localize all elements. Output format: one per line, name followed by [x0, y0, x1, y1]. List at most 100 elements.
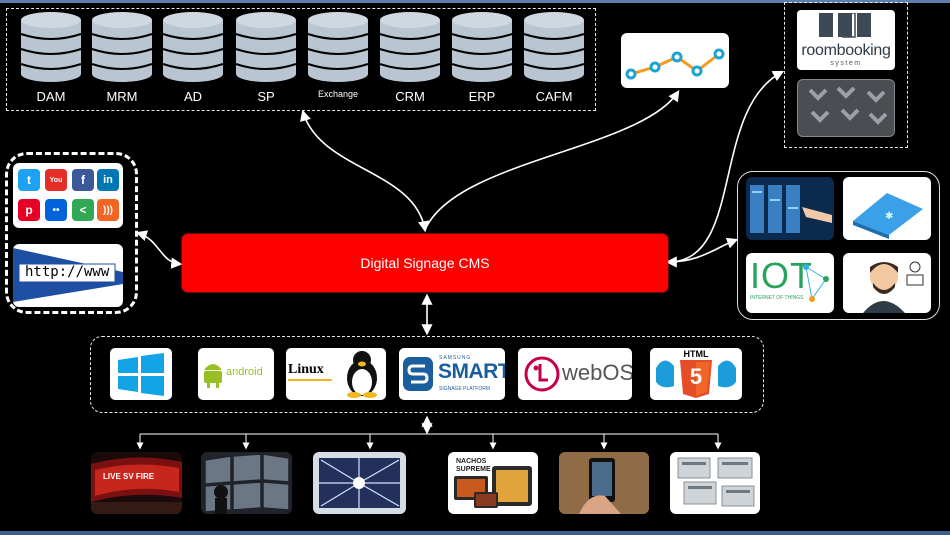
linkedin-icon[interactable]: in	[97, 169, 119, 191]
facebook-icon[interactable]: f	[72, 169, 94, 191]
top-edge-band	[0, 0, 950, 3]
network-icon	[803, 264, 829, 302]
beacon-icon: ✱	[853, 193, 923, 239]
chevron-pattern-icon	[808, 86, 888, 125]
database-cylinder-icon	[235, 12, 297, 82]
web-url-tile[interactable]: http://www	[13, 244, 123, 307]
iot-tile[interactable]: IOT INTERNET OF THINGS	[746, 253, 834, 313]
database-label: DAM	[36, 89, 66, 104]
connector-databases	[300, 109, 430, 233]
connector-iot	[667, 237, 739, 263]
roombooking-brand: roombooking	[801, 42, 891, 59]
share-icon[interactable]: <	[72, 199, 94, 221]
database-label: MRM	[106, 89, 138, 104]
database-cylinder-icon	[20, 12, 82, 82]
database-icon[interactable]	[522, 12, 586, 89]
led-screen-text: LIVE SV FIRE	[103, 472, 155, 481]
lg-logo-icon	[524, 356, 560, 392]
roombooking-tile[interactable]: roombooking system	[797, 10, 895, 70]
social-web-group	[5, 152, 138, 314]
database-icon[interactable]	[306, 12, 370, 89]
samsung-smart-signage-tile[interactable]: SAMSUNG SMART SIGNAGE PLATFORM	[399, 348, 505, 400]
database-cylinder-icon	[307, 12, 369, 82]
iot-group	[737, 171, 940, 320]
samsung-s-icon	[403, 357, 433, 391]
linux-label: Linux	[288, 362, 324, 377]
database-cylinder-icon	[379, 12, 441, 82]
web-url-text: http://www	[25, 264, 110, 280]
html5-number: 5	[689, 364, 703, 389]
flickr-icon[interactable]: ••	[45, 199, 67, 221]
bottom-edge-band	[0, 531, 950, 535]
connector-social	[135, 230, 183, 269]
html5-tile[interactable]: HTML 5	[650, 348, 742, 400]
database-cylinder-icon	[451, 12, 513, 82]
led-screen-device[interactable]: LIVE SV FIRE	[91, 452, 182, 514]
android-tile[interactable]: android	[198, 348, 274, 400]
database-label: SP	[257, 89, 275, 104]
server-tile[interactable]	[746, 177, 834, 240]
android-icon	[204, 364, 222, 388]
display-screen-device[interactable]	[313, 452, 406, 514]
database-cylinder-icon	[91, 12, 153, 82]
database-icon[interactable]	[450, 12, 514, 89]
tux-penguin-icon	[347, 351, 377, 398]
server-touch-icon	[750, 185, 832, 233]
connector-roombooking	[665, 70, 785, 268]
linux-tile[interactable]: Linux	[286, 348, 386, 400]
android-label: android	[226, 366, 263, 378]
pinterest-icon[interactable]: p	[18, 199, 40, 221]
analytics-tile[interactable]	[621, 33, 729, 88]
database-label: ERP	[468, 89, 496, 104]
smartphone-icon	[559, 452, 649, 514]
iot-subtitle: INTERNET OF THINGS	[750, 295, 804, 301]
html5-icon	[656, 360, 736, 398]
samsung-top-label: SAMSUNG	[439, 355, 472, 361]
windows-icon	[118, 353, 164, 396]
smartphone-device[interactable]	[559, 452, 649, 514]
windows-tile[interactable]	[110, 348, 172, 400]
menu-screens-icon	[454, 466, 532, 508]
iot-title: IOT	[750, 255, 813, 296]
face-recognition-icon	[863, 261, 924, 313]
roombooking-group	[784, 2, 908, 148]
menu-board-text: NACHOS SUPREME	[456, 458, 491, 473]
samsung-main-label: SMART	[438, 360, 505, 383]
menu-board-device[interactable]: NACHOS SUPREME	[448, 452, 538, 514]
light-burst-icon	[319, 458, 400, 508]
digital-signage-cms[interactable]: Digital Signage CMS	[182, 234, 668, 292]
video-wall-icon	[204, 453, 290, 514]
twitter-icon[interactable]: t	[18, 169, 40, 191]
linux-underline	[288, 379, 332, 381]
database-icon[interactable]	[90, 12, 154, 89]
samsung-sub-label: SIGNAGE PLATFORM	[439, 386, 491, 392]
database-label: CRM	[395, 89, 425, 104]
face-recognition-tile[interactable]	[843, 253, 931, 313]
database-cylinder-icon	[162, 12, 224, 82]
database-icon[interactable]	[234, 12, 298, 89]
roombooking-panel-tile[interactable]	[797, 79, 895, 137]
video-wall-device[interactable]	[201, 452, 292, 514]
svg-text:✱: ✱	[885, 211, 893, 222]
beacon-tile[interactable]: ✱	[843, 177, 931, 240]
browser-bar-icon	[13, 248, 123, 302]
social-icons-tile[interactable]: t You f in p •• < )))	[13, 163, 123, 228]
youtube-icon[interactable]: You	[45, 169, 67, 191]
webos-label: webOS	[562, 360, 632, 385]
database-cylinder-icon	[523, 12, 585, 82]
room-panels-icon	[677, 457, 755, 507]
platforms-group	[90, 336, 764, 413]
database-icon[interactable]	[161, 12, 225, 89]
database-icon[interactable]	[378, 12, 442, 89]
webos-tile[interactable]: webOS	[518, 348, 632, 400]
database-icon[interactable]	[19, 12, 83, 89]
connector-analytics	[424, 89, 680, 231]
database-label: CAFM	[535, 89, 573, 104]
database-label: AD	[183, 89, 203, 104]
room-panels-device[interactable]	[670, 452, 760, 514]
line-graph-icon	[625, 48, 725, 80]
roombooking-sub: system	[830, 60, 862, 67]
html5-top-label: HTML	[683, 349, 709, 359]
rss-icon[interactable]: )))	[97, 199, 119, 221]
